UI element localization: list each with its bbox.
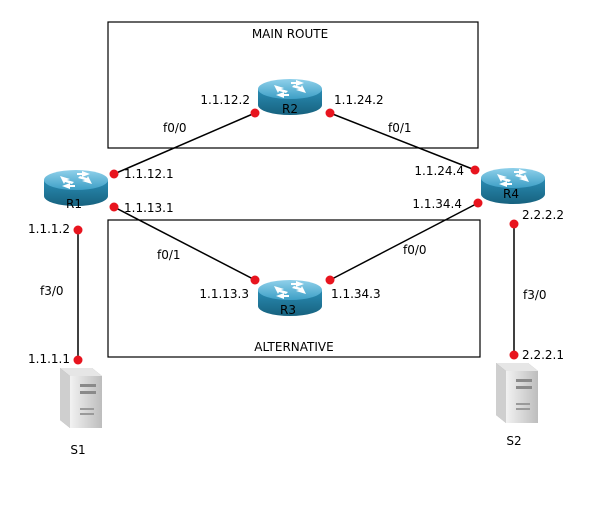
router-r1[interactable]: R1 xyxy=(44,170,108,211)
ip-s1: 1.1.1.1 xyxy=(28,352,70,366)
router-r4[interactable]: R4 xyxy=(481,168,545,204)
ip-r1-top: 1.1.12.1 xyxy=(124,167,174,181)
dot-r4-down xyxy=(509,219,519,229)
iface-r1-r3: f0/1 xyxy=(157,248,181,262)
dot-r3-left xyxy=(250,275,260,285)
ip-r1-bottom: 1.1.13.1 xyxy=(124,201,174,215)
iface-r2-r4: f0/1 xyxy=(388,121,412,135)
interface-dots xyxy=(73,108,519,365)
main-route-box xyxy=(107,21,479,149)
link-r1-r3 xyxy=(113,206,256,281)
ip-s2: 2.2.2.1 xyxy=(522,348,564,362)
iface-r1-s1: f3/0 xyxy=(40,284,64,298)
ip-r3-left: 1.1.13.3 xyxy=(199,287,249,301)
dot-r1-top xyxy=(109,169,119,179)
router-r3[interactable]: R3 xyxy=(258,280,322,317)
dot-r1-down xyxy=(73,225,83,235)
server-label: S1 xyxy=(70,443,85,457)
server-label: S2 xyxy=(506,434,521,448)
dot-r3-right xyxy=(325,275,335,285)
link-r3-r4 xyxy=(329,202,479,281)
router-label: R1 xyxy=(66,197,82,211)
dot-r4-top xyxy=(470,165,480,175)
router-label: R4 xyxy=(503,187,519,201)
iface-r3-r4: f0/0 xyxy=(403,243,427,257)
dot-s1 xyxy=(73,355,83,365)
iface-r4-s2: f3/0 xyxy=(523,288,547,302)
ip-r2-right: 1.1.24.2 xyxy=(334,93,384,107)
main-route-title: MAIN ROUTE xyxy=(252,27,328,41)
alternative-box xyxy=(107,219,481,358)
ip-r2-left: 1.1.12.2 xyxy=(200,93,250,107)
server-icon xyxy=(60,368,102,428)
iface-r1-r2: f0/0 xyxy=(163,121,187,135)
router-r2[interactable]: R2 xyxy=(258,79,322,116)
dot-r1-bottom xyxy=(109,202,119,212)
server-icon xyxy=(496,363,538,423)
dot-r4-bottom xyxy=(473,198,483,208)
link-r1-r2 xyxy=(113,112,256,175)
dot-s2 xyxy=(509,350,519,360)
ip-r1-down: 1.1.1.2 xyxy=(28,222,70,236)
alternative-title: ALTERNATIVE xyxy=(254,340,333,354)
router-label: R2 xyxy=(282,102,298,116)
server-s1[interactable]: S1 xyxy=(60,368,102,457)
ip-r4-top: 1.1.24.4 xyxy=(414,164,464,178)
ip-r3-right: 1.1.34.3 xyxy=(331,287,381,301)
server-s2[interactable]: S2 xyxy=(496,363,538,448)
dot-r2-right xyxy=(325,108,335,118)
dot-r2-left xyxy=(250,108,260,118)
link-r2-r4 xyxy=(329,112,476,171)
router-label: R3 xyxy=(280,303,296,317)
ip-r4-bottom: 1.1.34.4 xyxy=(412,197,462,211)
ip-r4-down: 2.2.2.2 xyxy=(522,208,564,222)
